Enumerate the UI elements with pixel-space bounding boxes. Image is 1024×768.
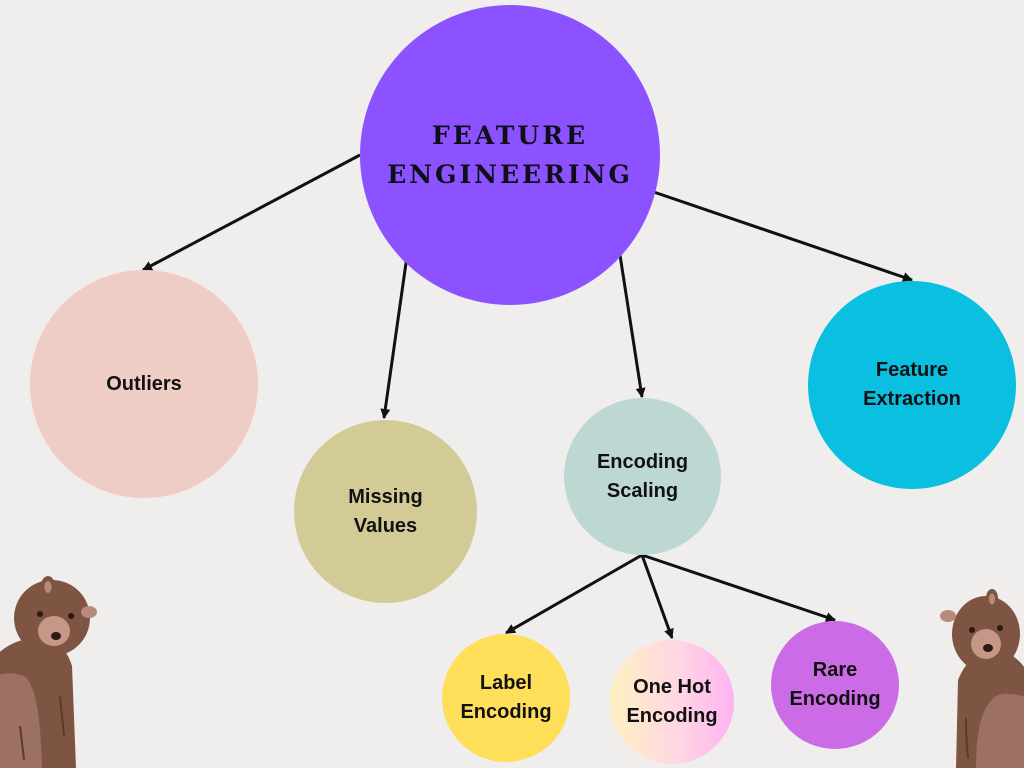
edge-root-to-missing-values [380,255,409,419]
edge-encoding-scaling-to-one-hot-encoding [640,554,674,639]
node-rare-encoding-line-1: Rare [812,659,858,681]
node-feature-extraction-line-1: Feature [875,359,949,381]
node-one-hot-encoding-line-2: Encoding [626,705,718,727]
edge-root-to-feature-extraction [641,186,913,282]
node-one-hot-encoding-line-1: One Hot [633,676,711,698]
node-feature-engineering-line-2: ENGINEERING [387,160,633,189]
node-feature-engineering-line-1: FEATURE [431,121,589,150]
node-label-encoding-line-2: Encoding [460,701,552,723]
node-label-encoding: Label Encoding [442,634,570,762]
node-missing-values-line-1: Missing [348,485,423,508]
node-feature-engineering: FEATURE ENGINEERING [360,5,660,305]
node-outliers: Outliers [30,270,258,498]
node-outliers-label: Outliers [106,372,182,395]
node-one-hot-encoding: One Hot Encoding [610,640,734,764]
node-missing-values-line-2: Values [353,514,418,537]
node-feature-extraction-line-2: Extraction [863,388,961,410]
edge-encoding-scaling-to-rare-encoding [641,553,836,622]
node-rare-encoding: Rare Encoding [771,621,899,749]
node-encoding-scaling: Encoding Scaling [564,398,721,555]
node-rare-encoding-line-2: Encoding [789,688,881,710]
bear-left-icon [0,576,97,768]
edge-root-to-outliers [142,153,361,272]
node-encoding-scaling-line-2: Scaling [606,479,679,502]
node-feature-extraction: Feature Extraction [808,281,1016,489]
edge-root-to-encoding-scaling [618,254,646,398]
node-label-encoding-line-1: Label [479,672,533,694]
edge-encoding-scaling-to-label-encoding [505,553,643,635]
bear-right-icon [940,589,1024,768]
node-encoding-scaling-line-1: Encoding [596,450,689,473]
node-missing-values: Missing Values [294,420,477,603]
